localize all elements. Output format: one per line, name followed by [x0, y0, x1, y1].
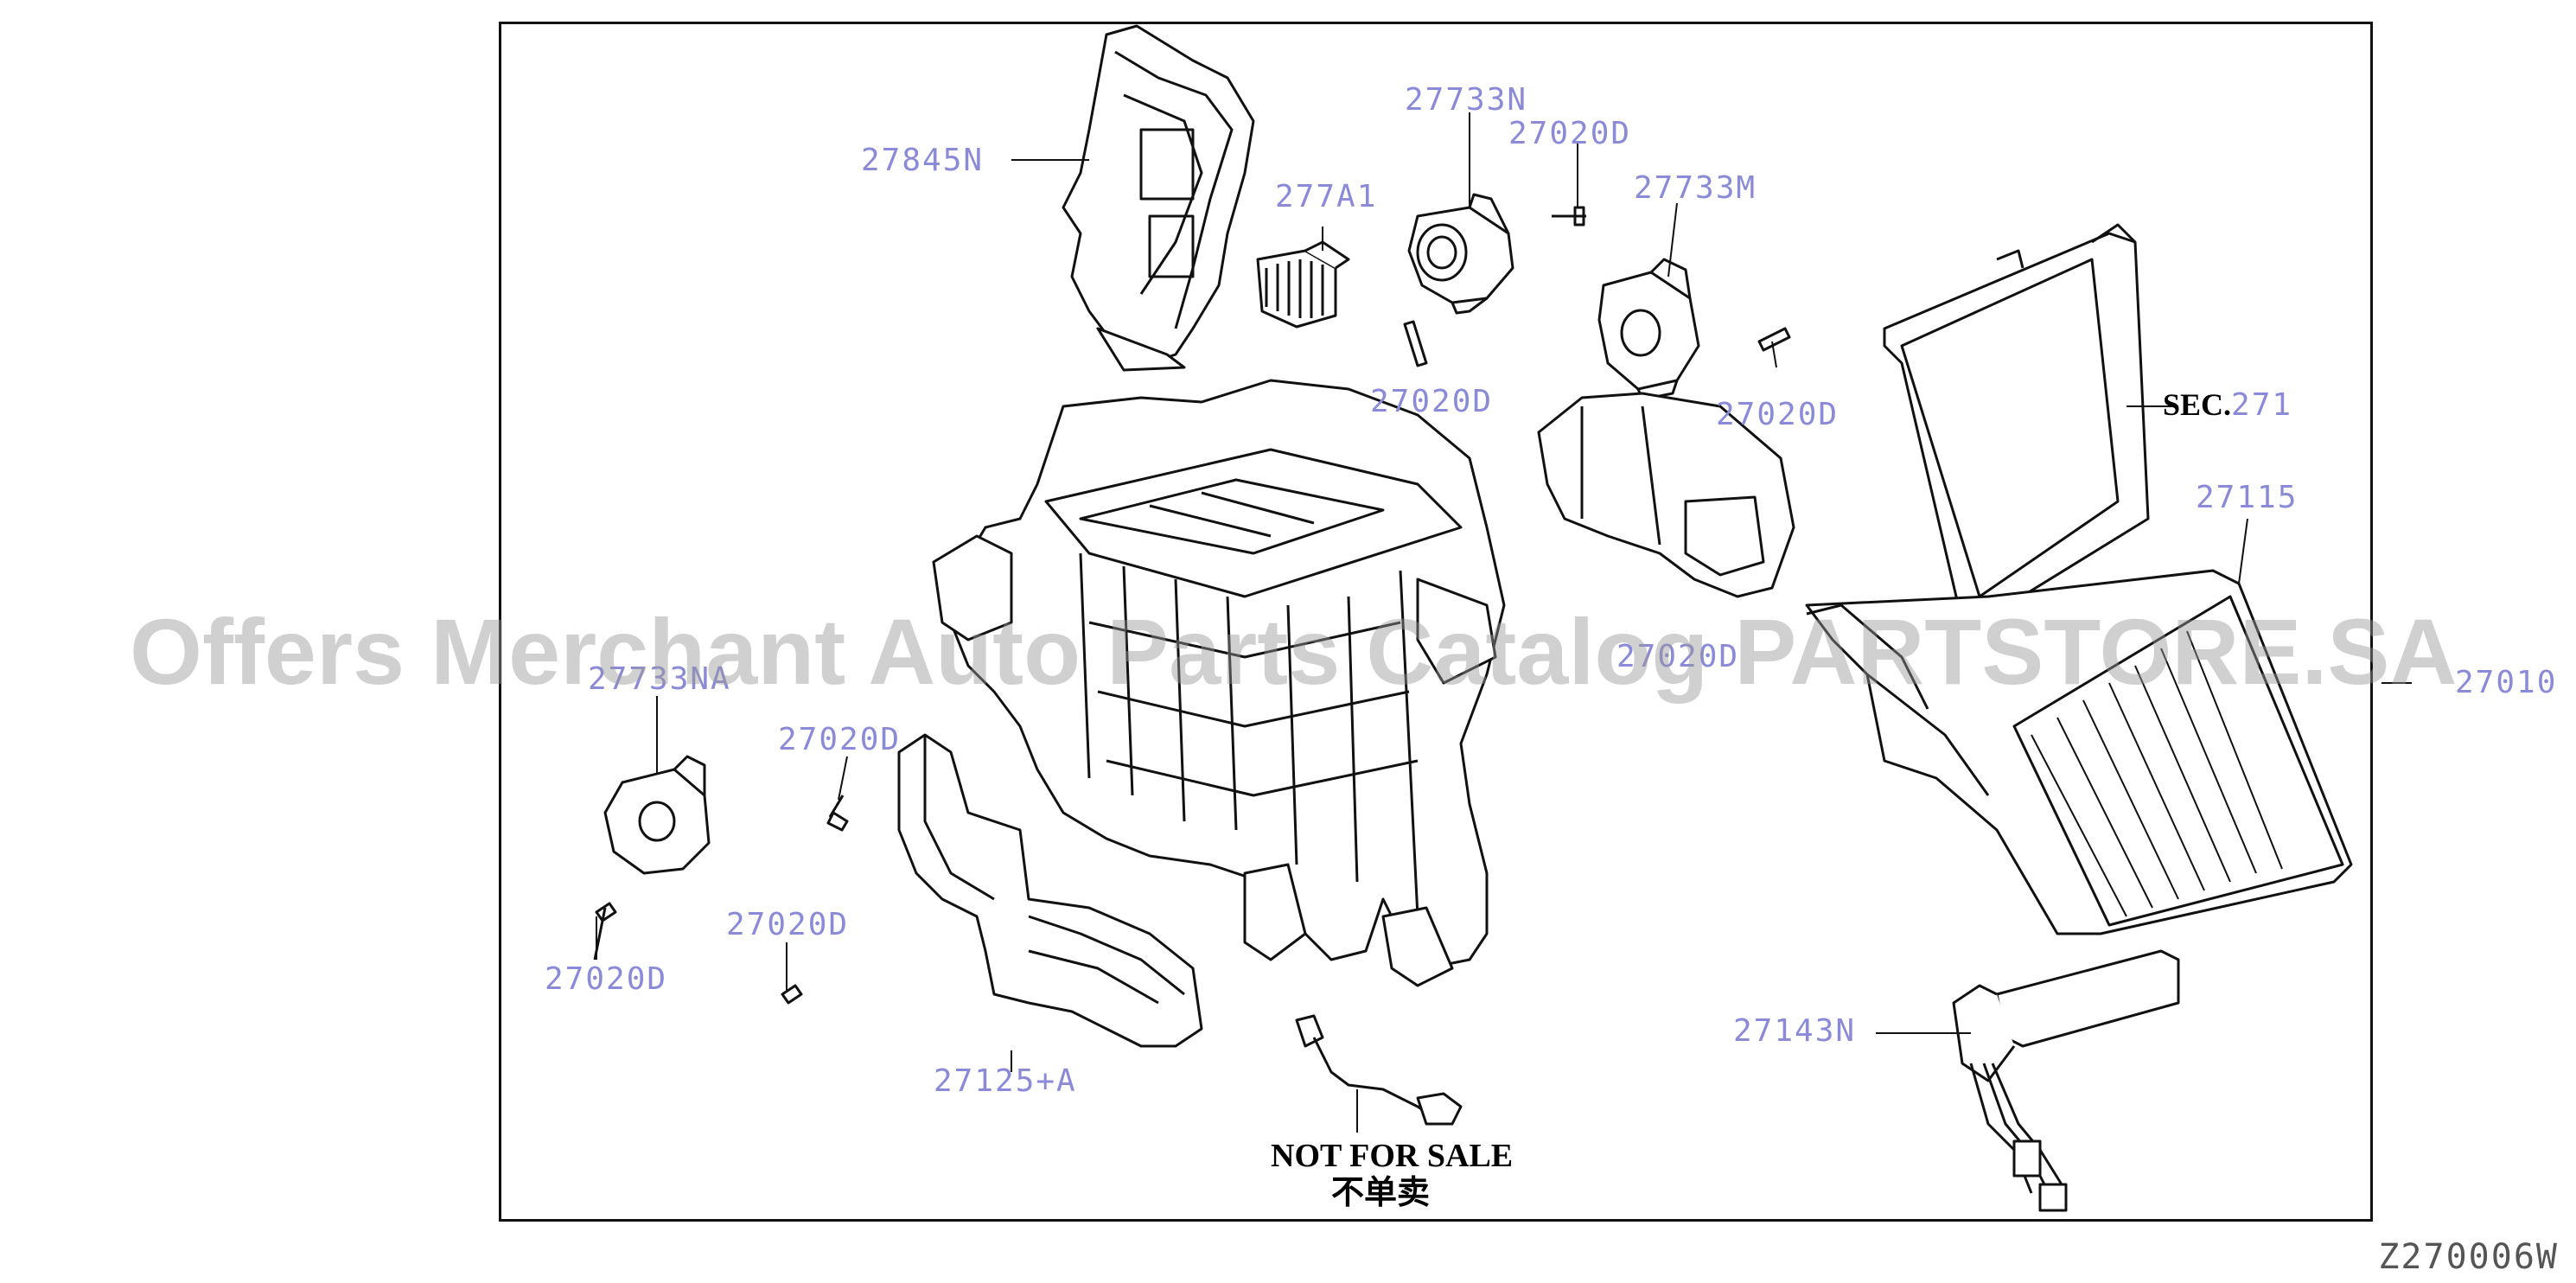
part-label-27733M[interactable]: 27733M [1634, 170, 1757, 206]
resistor-27143N-illustration [1952, 949, 2180, 1212]
part-label-27125A[interactable]: 27125+A [934, 1063, 1077, 1099]
part-label-27115[interactable]: 27115 [2196, 480, 2299, 515]
actuator-27733M-illustration [1597, 258, 1700, 401]
part-label-27020D-right[interactable]: 27020D [1716, 397, 1840, 432]
part-label-27845N[interactable]: 27845N [861, 143, 985, 178]
not-for-sale-chinese-label: 不单卖 [1331, 1173, 1431, 1211]
part-label-27020D-left-lower[interactable]: 27020D [545, 961, 668, 997]
sec-prefix: SEC. [2163, 387, 2232, 422]
part-label-27143N[interactable]: 27143N [1733, 1013, 1857, 1049]
actuator-27733N-illustration [1407, 193, 1514, 315]
part-label-27020D-mid[interactable]: 27020D [1370, 384, 1494, 419]
part-label-27020D-left-upper[interactable]: 27020D [778, 722, 902, 757]
actuator-27733NA-illustration [603, 755, 711, 875]
part-label-27733N[interactable]: 27733N [1405, 82, 1528, 118]
sec-reference-label[interactable]: SEC.271 [2163, 389, 2292, 421]
diagram-frame [499, 22, 2373, 1222]
part-label-27733NA[interactable]: 27733NA [588, 661, 731, 697]
harness-not-for-sale-illustration [1295, 1014, 1463, 1126]
part-label-27020-duct-cover[interactable]: 27020D [1616, 639, 1740, 674]
screw-illustrations [593, 206, 1791, 1005]
heater-core-27115-27010-illustration [1805, 569, 2353, 935]
leader-lines [596, 112, 2412, 1133]
not-for-sale-label: NOT FOR SALE [1271, 1138, 1514, 1174]
sec-number: 271 [2231, 387, 2293, 423]
part-label-277A1[interactable]: 277A1 [1275, 179, 1378, 214]
duct-cover-27020-illustration [1537, 392, 1795, 598]
diagram-code: Z270006W [2378, 1237, 2559, 1277]
duct-panel-27845N-illustration [1062, 24, 1255, 372]
heater-unit-assembly-illustration [932, 379, 1506, 987]
part-label-27020D-top[interactable]: 27020D [1508, 116, 1632, 151]
part-label-27020D-bottom-center[interactable]: 27020D [726, 907, 850, 942]
part-label-27010[interactable]: 27010 [2455, 665, 2558, 700]
evaporator-core-sec271-illustration [1883, 223, 2150, 624]
duct-27125A-illustration [897, 733, 1203, 1048]
watermark-text: Offers Merchant Auto Parts Catalog PARTS… [130, 599, 2458, 704]
resistor-277A1-illustration [1256, 240, 1350, 329]
